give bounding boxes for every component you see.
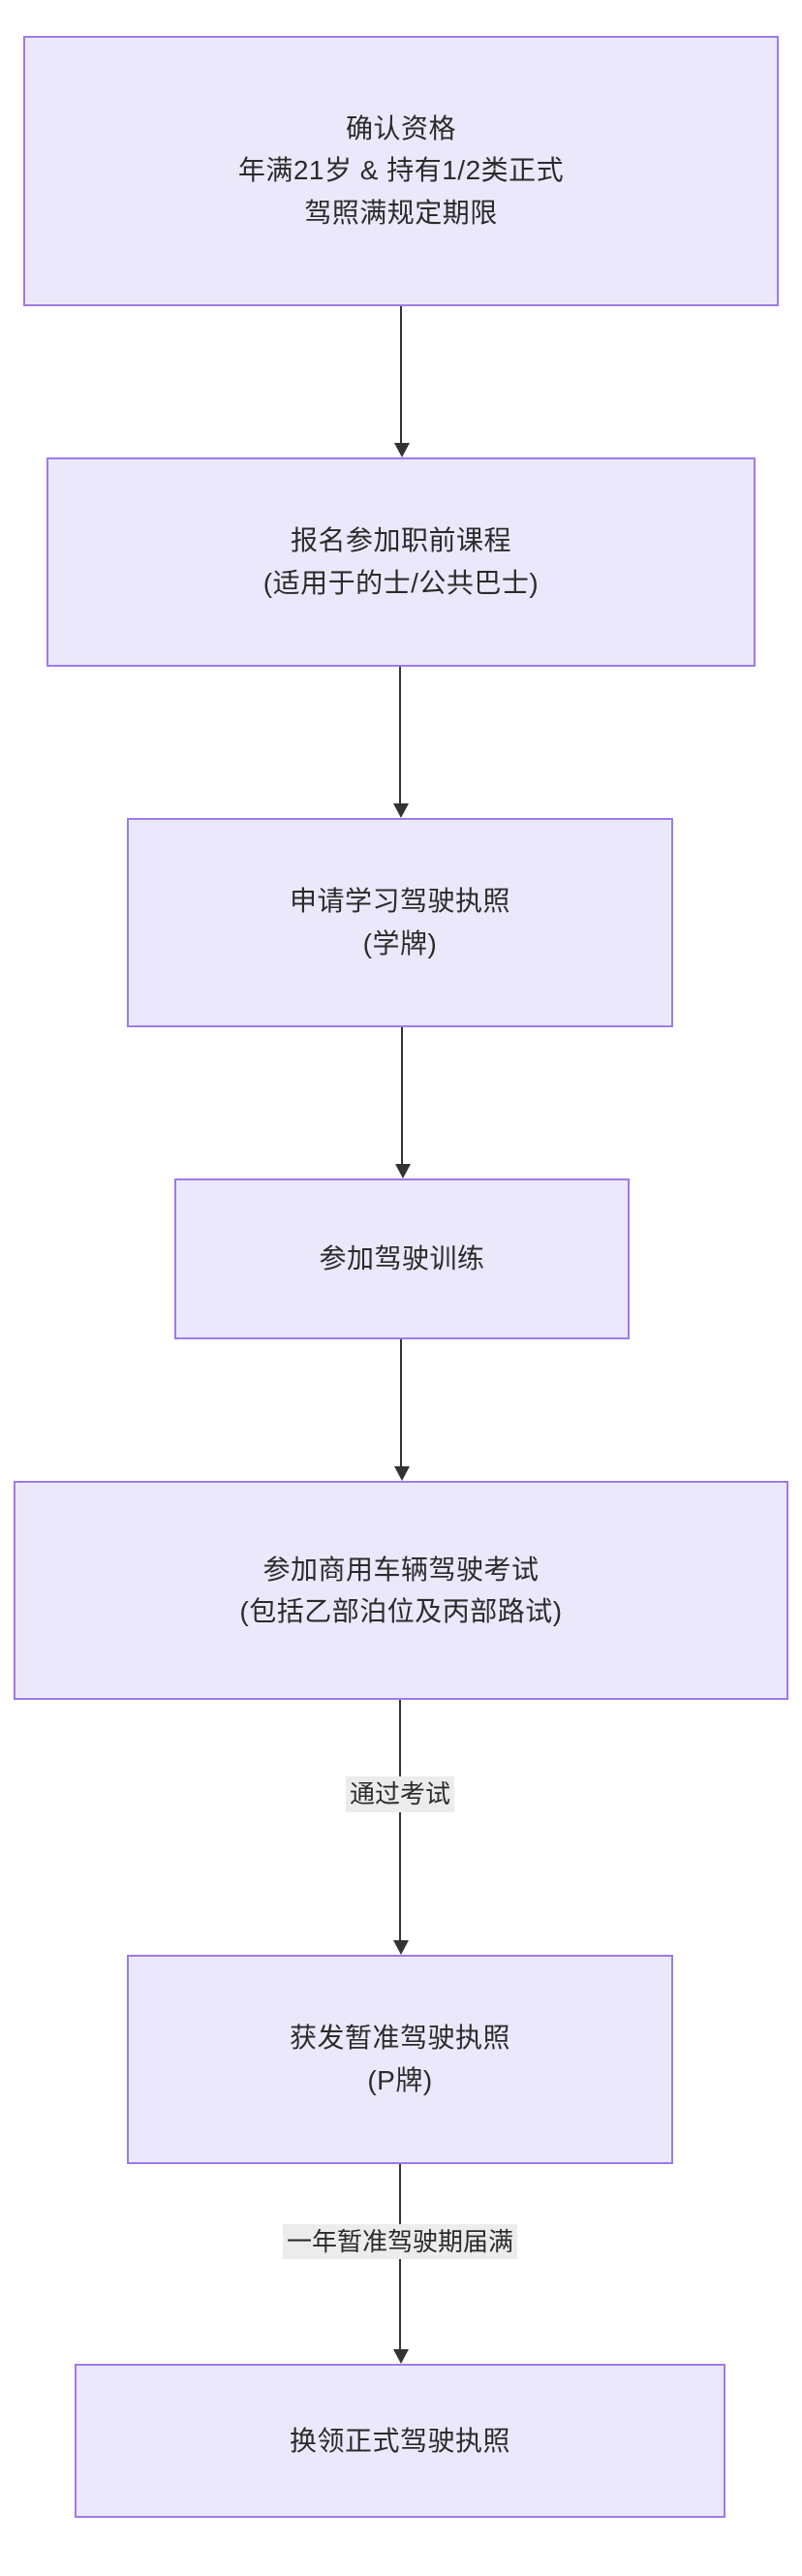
node-label-line: (包括乙部泊位及丙部路试): [239, 1596, 563, 1627]
node-enroll-pre-service-course[interactable]: 报名参加职前课程 (适用于的士/公共巴士): [46, 456, 756, 667]
node-label-line: (P牌): [367, 2064, 433, 2095]
arrowhead-icon: [393, 2348, 409, 2364]
edge-line: [400, 305, 402, 444]
edge-line: [401, 1026, 403, 1166]
arrowhead-icon: [393, 802, 409, 818]
node-apply-learner-licence[interactable]: 申请学习驾驶执照 (学牌): [127, 817, 673, 1027]
node-label-line: 驾照满规定期限: [304, 197, 498, 228]
node-commercial-vehicle-driving-test[interactable]: 参加商用车辆驾驶考试 (包括乙部泊位及丙部路试): [14, 1481, 788, 1701]
node-label-line: (学牌): [362, 927, 438, 958]
edge-label: 一年暂准驾驶期届满: [282, 2223, 518, 2260]
arrowhead-icon: [394, 442, 410, 457]
node-label-line: 获发暂准驾驶执照: [289, 2023, 510, 2054]
node-label-line: 确认资格: [345, 113, 456, 143]
node-label-line: 参加驾驶训练: [319, 1243, 485, 1274]
edge-line: [400, 1339, 402, 1468]
node-exchange-full-licence[interactable]: 换领正式驾驶执照: [75, 2363, 725, 2519]
edge-label: 通过考试: [345, 1776, 455, 1812]
node-confirm-eligibility[interactable]: 确认资格年满21岁 & 持有1/2类正式驾照满规定期限: [23, 35, 779, 306]
arrowhead-icon: [395, 1164, 411, 1179]
node-probationary-licence-issued[interactable]: 获发暂准驾驶执照 (P牌): [127, 1954, 673, 2164]
edge-line: [399, 666, 401, 804]
node-attend-driving-training[interactable]: 参加驾驶训练: [174, 1178, 630, 1340]
node-label-line: 参加商用车辆驾驶考试: [262, 1554, 540, 1585]
node-label-line: 报名参加职前课程: [290, 525, 511, 556]
node-label-line: 年满21岁 & 持有1/2类正式: [237, 155, 565, 186]
node-label-line: 申请学习驾驶执照: [289, 886, 510, 917]
arrowhead-icon: [394, 1466, 410, 1482]
arrowhead-icon: [393, 1939, 409, 1955]
node-label-line: (适用于的士/公共巴士): [262, 567, 540, 598]
node-label-line: 换领正式驾驶执照: [289, 2425, 510, 2456]
edge-line: [399, 1700, 401, 1941]
